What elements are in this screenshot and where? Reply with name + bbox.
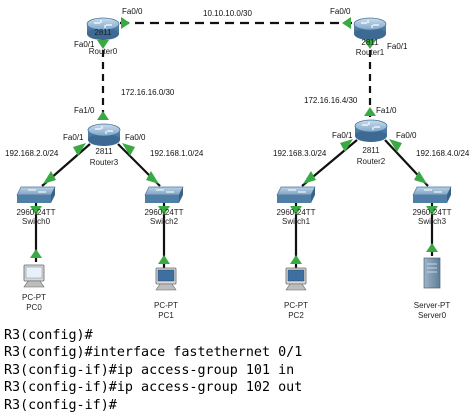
link-up-indicator <box>303 171 316 184</box>
switch-name-label: Switch2 <box>150 217 179 226</box>
link-up-indicator <box>30 206 42 215</box>
router-model-label: 2811 <box>95 147 113 156</box>
pc-0[interactable]: PC-PT PC0 <box>22 264 46 312</box>
cli-line: R3(config-if)# <box>4 397 117 413</box>
router-model-label: 2811 <box>361 38 379 47</box>
switch-model-label: 2960-24TT <box>276 208 315 217</box>
pc-icon <box>285 267 307 291</box>
router-icon <box>353 17 387 40</box>
cli-console: R3(config)# R3(config)#interface fasteth… <box>4 327 302 414</box>
network-label: 172.16.16.0/30 <box>121 88 175 97</box>
link-up-indicator <box>73 143 86 156</box>
interface-label: Fa0/0 <box>125 133 146 142</box>
switch-icon <box>16 186 56 203</box>
server-0[interactable]: Server-PT Server0 <box>414 257 451 320</box>
network-label: 192.168.1.0/24 <box>150 149 204 158</box>
links <box>34 21 434 268</box>
cli-line: R3(config-if)#ip access-group 101 in <box>4 362 295 378</box>
interface-label: Fa0/1 <box>63 133 84 142</box>
link-up-indicator <box>389 139 402 152</box>
pc-2[interactable]: PC-PT PC2 <box>284 267 308 320</box>
host-type-label: PC-PT <box>154 301 178 310</box>
link-up-indicator <box>30 249 42 258</box>
network-label: 10.10.10.0/30 <box>203 9 252 18</box>
link-up-indicator <box>290 255 302 264</box>
switch-icon <box>276 186 316 203</box>
interface-label: Fa0/1 <box>387 42 408 51</box>
switch-2[interactable]: 2960-24TT Switch2 <box>144 186 184 226</box>
pc-1[interactable]: PC-PT PC1 <box>154 267 178 320</box>
switch-icon <box>412 186 452 203</box>
link-up-indicator <box>364 107 376 116</box>
switch-name-label: Switch3 <box>418 217 447 226</box>
router-3[interactable]: 2811 Router3 <box>87 123 121 167</box>
router-icon <box>87 123 121 146</box>
host-type-label: PC-PT <box>22 293 46 302</box>
interface-label: Fa0/1 <box>332 131 353 140</box>
network-label: 192.168.2.0/24 <box>5 149 59 158</box>
switch-model-label: 2960-24TT <box>16 208 55 217</box>
interface-label: Fa0/0 <box>396 131 417 140</box>
link-up-indicator <box>43 171 56 184</box>
link-up-indicator <box>342 17 351 29</box>
router-name-label: Router2 <box>357 157 386 166</box>
router-icon <box>354 119 388 142</box>
link-up-indicator <box>97 111 109 120</box>
interface-label: Fa1/0 <box>376 106 397 115</box>
router-0[interactable]: 2811 Router0 <box>86 17 120 56</box>
router-model-label: 2811 <box>362 146 380 155</box>
link-up-indicator <box>158 255 170 264</box>
host-name-label: PC2 <box>288 311 304 320</box>
router-1[interactable]: 2811 Router1 <box>353 17 387 57</box>
cli-line: R3(config-if)#ip access-group 102 out <box>4 380 303 396</box>
network-label: 192.168.3.0/24 <box>273 149 327 158</box>
interface-label: Fa0/1 <box>74 40 95 49</box>
pc-icon <box>155 267 177 291</box>
host-name-label: PC1 <box>158 311 174 320</box>
network-label: 172.16.16.4/30 <box>304 96 358 105</box>
link-up-indicator <box>146 171 159 184</box>
switch-model-label: 2960-24TT <box>144 208 183 217</box>
host-type-label: PC-PT <box>284 301 308 310</box>
network-topology-diagram: 2811 Router0 2811 Router1 2811 Router3 2… <box>5 7 470 320</box>
router-name-label: Router1 <box>356 48 385 57</box>
router-icon <box>86 17 120 40</box>
network-labels: 10.10.10.0/30 172.16.16.0/30 172.16.16.4… <box>5 9 470 158</box>
link-up-indicator <box>426 243 438 252</box>
router-2[interactable]: 2811 Router2 <box>354 119 388 166</box>
router-model-label: 2811 <box>94 28 112 37</box>
interface-label: Fa0/0 <box>122 7 143 16</box>
router-name-label: Router0 <box>89 47 118 56</box>
link-up-indicator <box>158 206 170 215</box>
server-icon <box>423 257 441 289</box>
router-name-label: Router3 <box>90 158 119 167</box>
host-type-label: Server-PT <box>414 301 451 310</box>
switch-name-label: Switch1 <box>282 217 311 226</box>
link-up-indicator <box>414 171 427 184</box>
link-up-indicator <box>121 17 130 29</box>
link-up-indicator <box>340 139 353 152</box>
interface-labels: Fa0/0 Fa0/1 Fa0/0 Fa0/1 Fa1/0 Fa0/1 Fa0/… <box>63 7 417 142</box>
switch-icon <box>144 186 184 203</box>
link-up-indicator <box>290 206 302 215</box>
network-label: 192.168.4.0/24 <box>416 149 470 158</box>
host-name-label: PC0 <box>26 303 42 312</box>
switch-3[interactable]: 2960-24TT Switch3 <box>412 186 452 226</box>
link-up-indicator <box>97 40 109 49</box>
interface-label: Fa1/0 <box>74 106 95 115</box>
pc-icon <box>23 264 45 288</box>
link-status-indicators <box>30 17 438 264</box>
cli-line: R3(config)# <box>4 328 93 343</box>
switch-0[interactable]: 2960-24TT Switch0 <box>16 186 56 226</box>
link-up-indicator <box>122 143 135 156</box>
cli-line: R3(config)#interface fastethernet 0/1 <box>4 345 303 361</box>
link-up-indicator <box>364 40 376 49</box>
switch-1[interactable]: 2960-24TT Switch1 <box>276 186 316 226</box>
switch-name-label: Switch0 <box>22 217 51 226</box>
interface-label: Fa0/0 <box>330 7 351 16</box>
switch-model-label: 2960-24TT <box>412 208 451 217</box>
host-name-label: Server0 <box>418 311 447 320</box>
link-up-indicator <box>426 206 438 215</box>
